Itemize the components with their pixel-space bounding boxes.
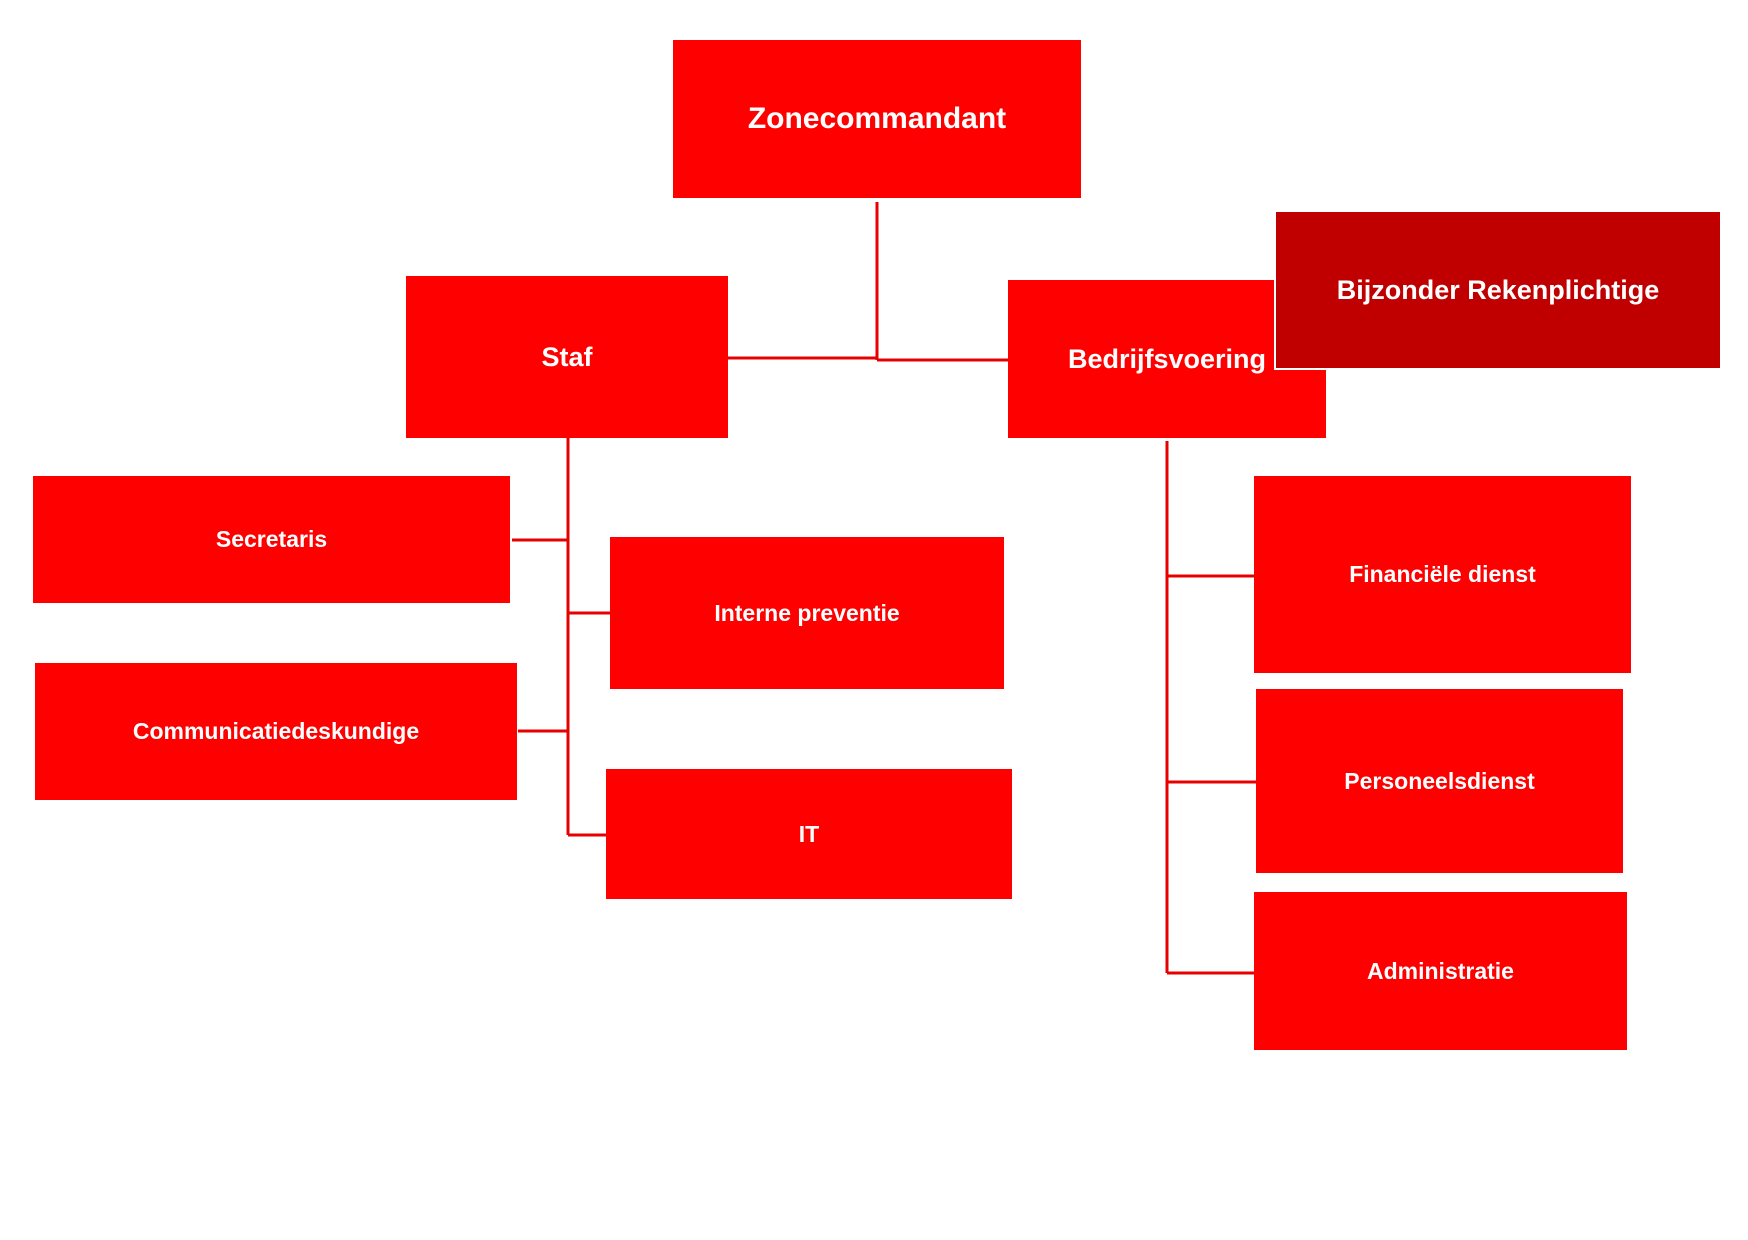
node-bijzonder-rekenplichtige: Bijzonder Rekenplichtige xyxy=(1274,210,1722,370)
node-secretaris: Secretaris xyxy=(33,476,510,603)
node-label: Zonecommandant xyxy=(747,102,1007,135)
node-label: Bedrijfsvoering xyxy=(1067,343,1267,374)
node-zonecommandant: Zonecommandant xyxy=(673,40,1081,198)
node-financiele-dienst: Financiële dienst xyxy=(1254,476,1631,673)
node-label: Financiële dienst xyxy=(1349,561,1536,587)
node-label: Communicatiedeskundige xyxy=(132,718,420,744)
node-personeelsdienst: Personeelsdienst xyxy=(1256,689,1623,873)
node-label: Secretaris xyxy=(215,526,328,552)
node-label: Interne preventie xyxy=(714,599,900,626)
node-communicatiedeskundige: Communicatiedeskundige xyxy=(35,663,517,800)
node-label: IT xyxy=(798,820,820,847)
node-administratie: Administratie xyxy=(1254,892,1627,1050)
node-interne-preventie: Interne preventie xyxy=(610,537,1004,689)
node-label: Bijzonder Rekenplichtige xyxy=(1336,274,1660,305)
node-label: Staf xyxy=(541,341,593,372)
node-bedrijfsvoering: Bedrijfsvoering xyxy=(1008,280,1326,438)
node-staf: Staf xyxy=(406,276,728,438)
node-label: Administratie xyxy=(1367,957,1514,984)
node-it: IT xyxy=(606,769,1012,899)
node-label: Personeelsdienst xyxy=(1344,767,1535,794)
